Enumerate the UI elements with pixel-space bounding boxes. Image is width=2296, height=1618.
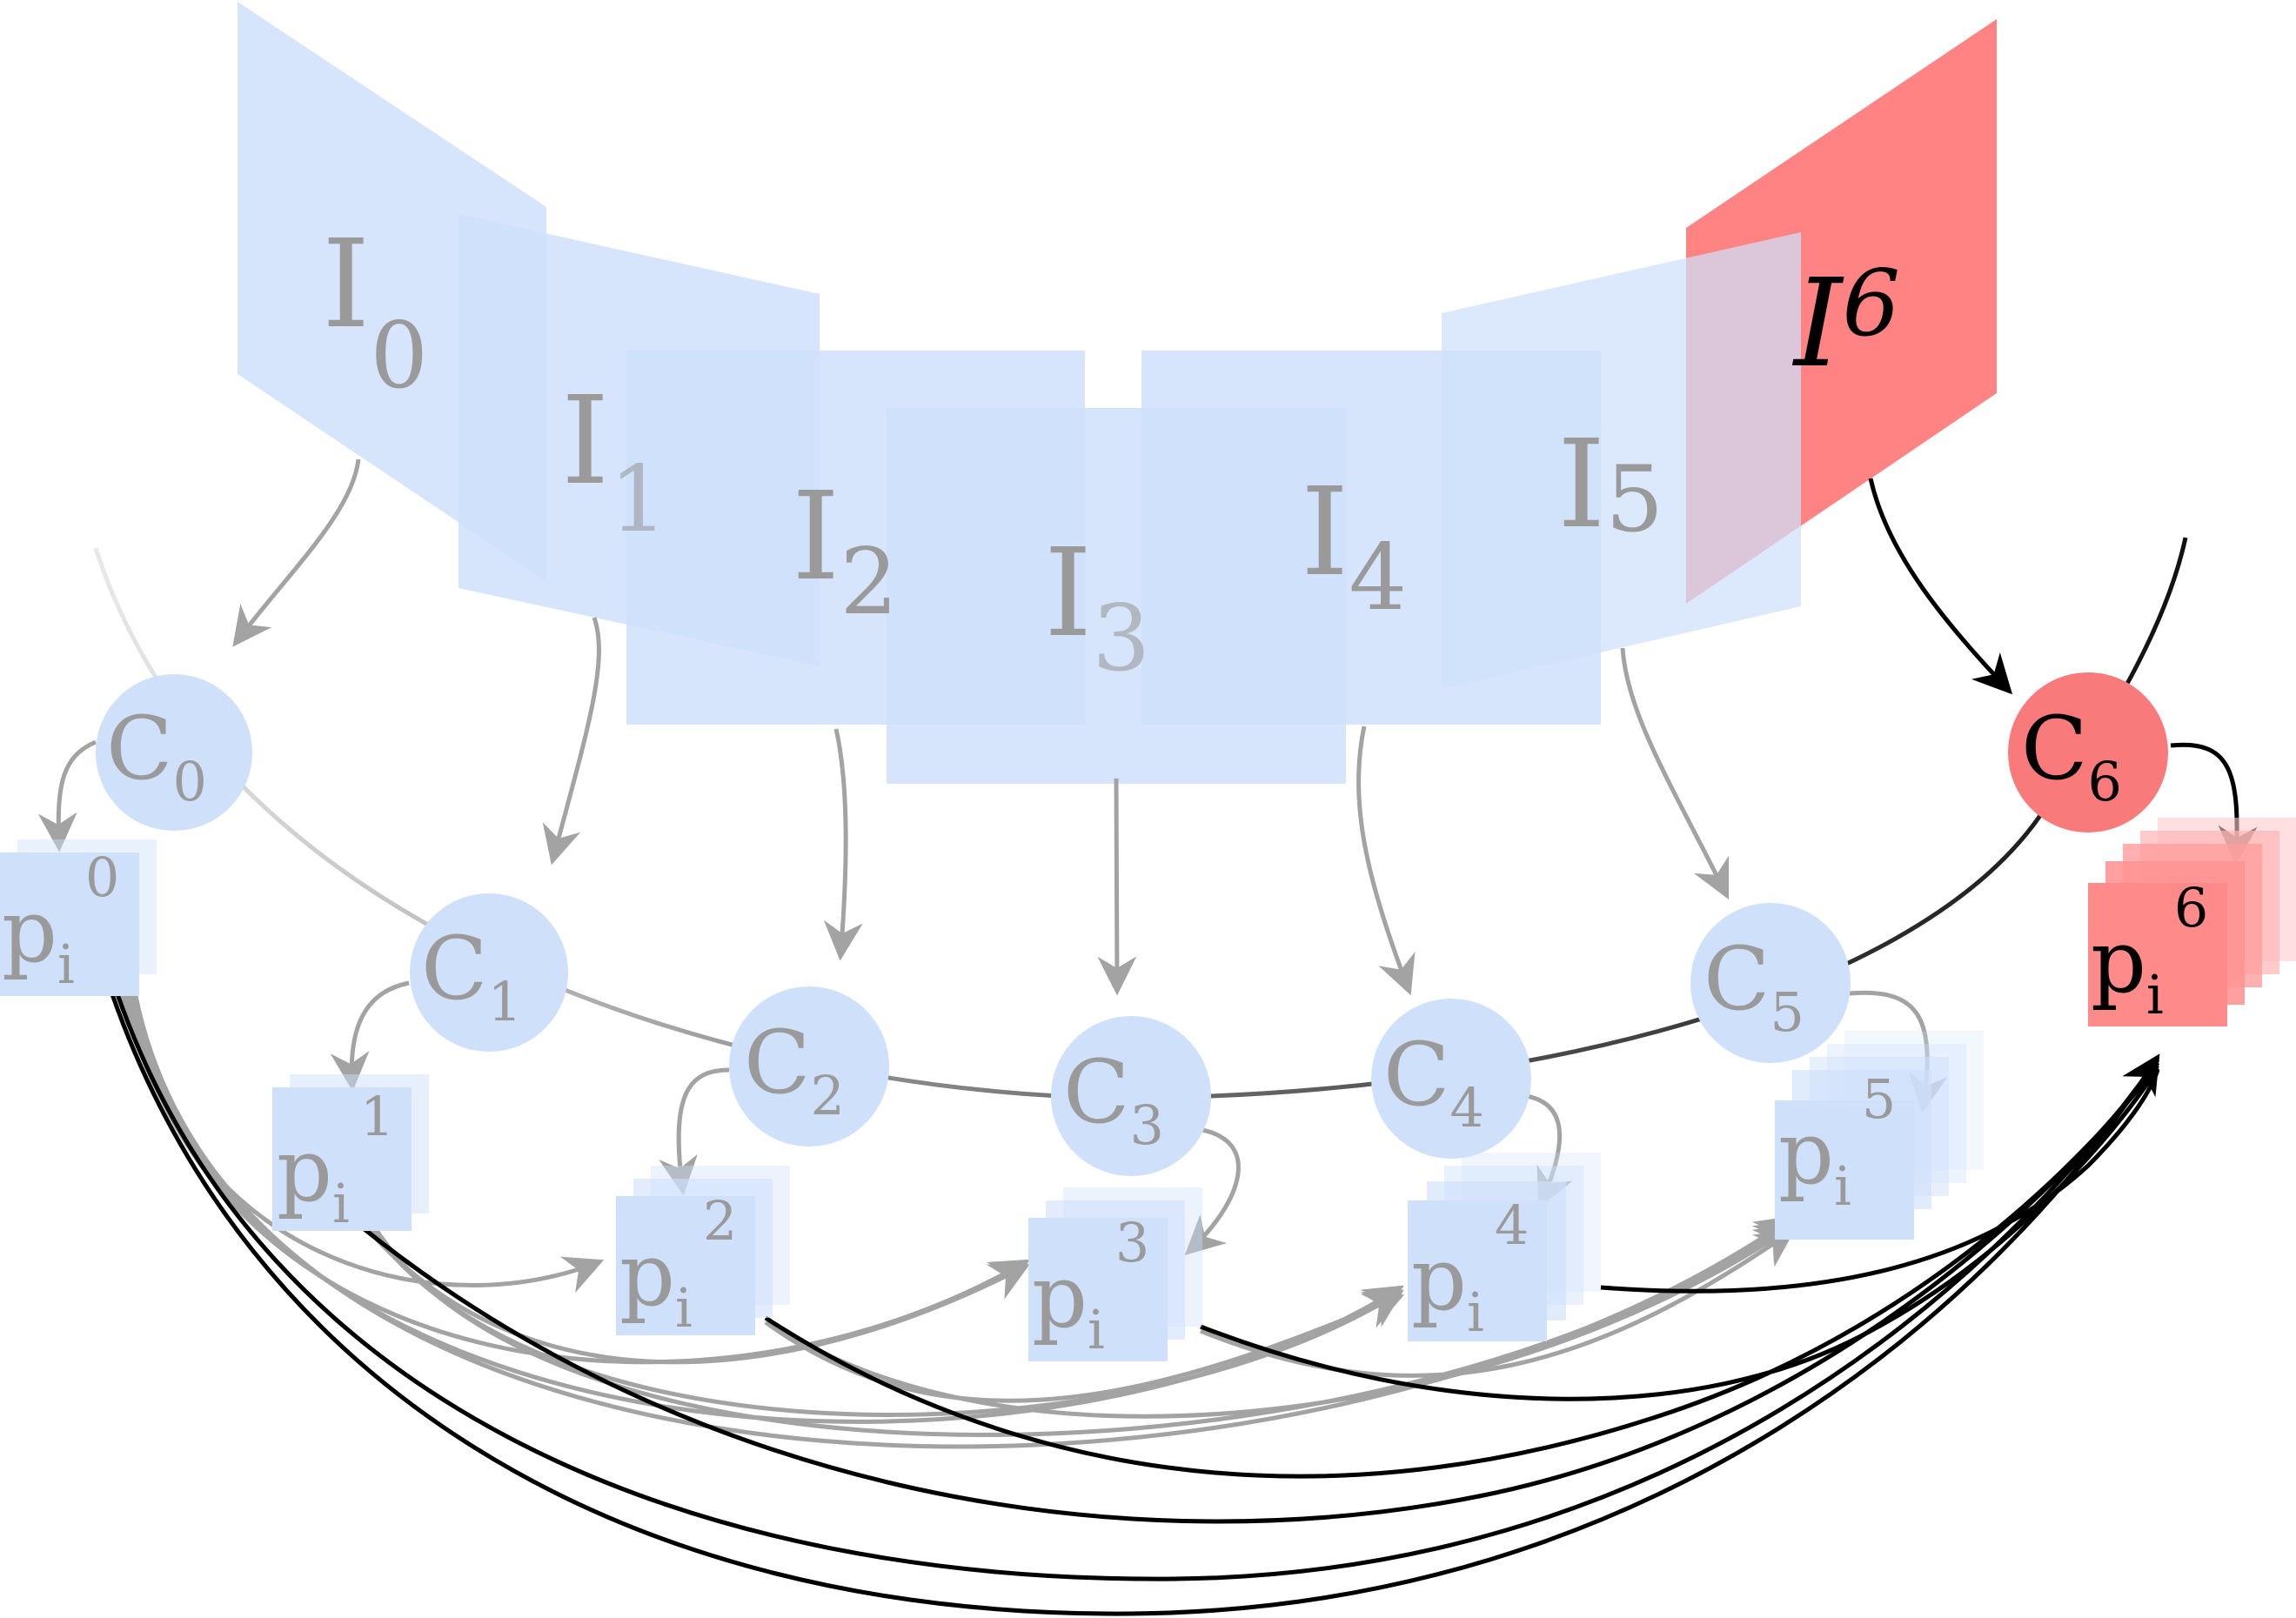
camera-label-5: C5: [1704, 928, 1804, 1044]
image-label-3: I3: [1044, 523, 1150, 692]
link-p4-p6: [1600, 1069, 2160, 1294]
camera-node-0: [96, 674, 252, 831]
link-p2-p4: [764, 1292, 1405, 1403]
image-camera-arrows: [232, 458, 2013, 996]
arrow-C1-p1: [330, 980, 410, 1092]
patch-stack-5: [1775, 1031, 1984, 1240]
link-p2-p5: [768, 1224, 1796, 1419]
camera-node-6: [2008, 672, 2168, 832]
patch-connections: [109, 991, 2160, 1616]
patch-label-0: pi0: [2, 846, 119, 996]
patch-stack-0: [0, 839, 157, 996]
patch-stacks: [0, 818, 2296, 1361]
arrow-I5-C5: [1620, 647, 1730, 900]
link-p3-p5: [1200, 1228, 1796, 1378]
patch-label-2: pi2: [619, 1189, 737, 1340]
patch-label-4: pi4: [1411, 1193, 1529, 1344]
link-p1-p3: [364, 1225, 1030, 1365]
camera-label-0: C0: [106, 698, 207, 813]
patch-labels: pi0 pi1 pi2 pi3 pi4 pi5 pi6: [2, 846, 2208, 1361]
arrow-C3-p3: [1184, 1127, 1241, 1256]
image-label-4: I4: [1301, 462, 1407, 631]
image-label-6: I6: [1791, 251, 1900, 395]
camera-node-2: [729, 986, 889, 1147]
link-p0-p6: [109, 991, 2160, 1616]
link-p2-p6: [764, 1064, 2159, 1479]
patch-label-6: pi6: [2091, 876, 2208, 1026]
camera-node-4: [1371, 999, 1531, 1159]
link-p3-p6: [1200, 1066, 2160, 1401]
patch-stack-6: [2088, 818, 2296, 1026]
camera-node-5: [1690, 903, 1851, 1063]
arrow-I6-C6: [1868, 478, 2013, 695]
arrow-I4-C4: [1356, 725, 1416, 996]
camera-label-6: C6: [2021, 698, 2122, 813]
arrow-I1-C1: [542, 617, 601, 866]
patch-stack-2: [616, 1166, 790, 1335]
arrow-C0-p0: [37, 739, 97, 852]
camera-label-1: C1: [421, 918, 522, 1033]
patch-stack-1: [272, 1074, 429, 1231]
camera-node-3: [1051, 1016, 1211, 1176]
link-p0b-p6: [114, 991, 2160, 1581]
patch-label-3: pi3: [1032, 1211, 1149, 1361]
image-frames: [238, 2, 1997, 784]
image-label-1: I1: [561, 371, 667, 552]
camera-patch-arrows: [37, 739, 2258, 1256]
patch-stack-4: [1408, 1153, 1601, 1341]
camera-nodes: [96, 672, 2168, 1176]
image-label-0: I0: [322, 214, 428, 409]
image-label-5: I5: [1557, 414, 1663, 556]
camera-label-4: C4: [1383, 1024, 1484, 1140]
arrow-C2-p2: [659, 1067, 730, 1196]
image-label-2: I2: [792, 466, 898, 635]
arrow-I3-C3: [1097, 778, 1137, 996]
link-p0-p3: [124, 991, 1030, 1365]
link-p1-p5: [372, 1220, 1796, 1437]
patch-label-5: pi5: [1778, 1067, 1896, 1218]
image-frame-5: [1442, 232, 1801, 689]
arrow-I0-C0: [232, 458, 361, 647]
camera-label-3: C3: [1063, 1041, 1164, 1157]
patch-label-1: pi1: [277, 1085, 394, 1235]
link-p1-p6: [359, 1061, 2159, 1524]
camera-labels: C0 C1 C2 C3 C4 C5 C6: [106, 698, 2122, 1157]
camera-label-2: C2: [744, 1012, 845, 1127]
patch-stack-3: [1028, 1187, 1202, 1361]
arrow-I2-C2: [823, 728, 863, 961]
image-labels: I0 I1 I2 I3 I4 I5 I6: [322, 214, 1900, 692]
camera-node-1: [410, 893, 568, 1052]
